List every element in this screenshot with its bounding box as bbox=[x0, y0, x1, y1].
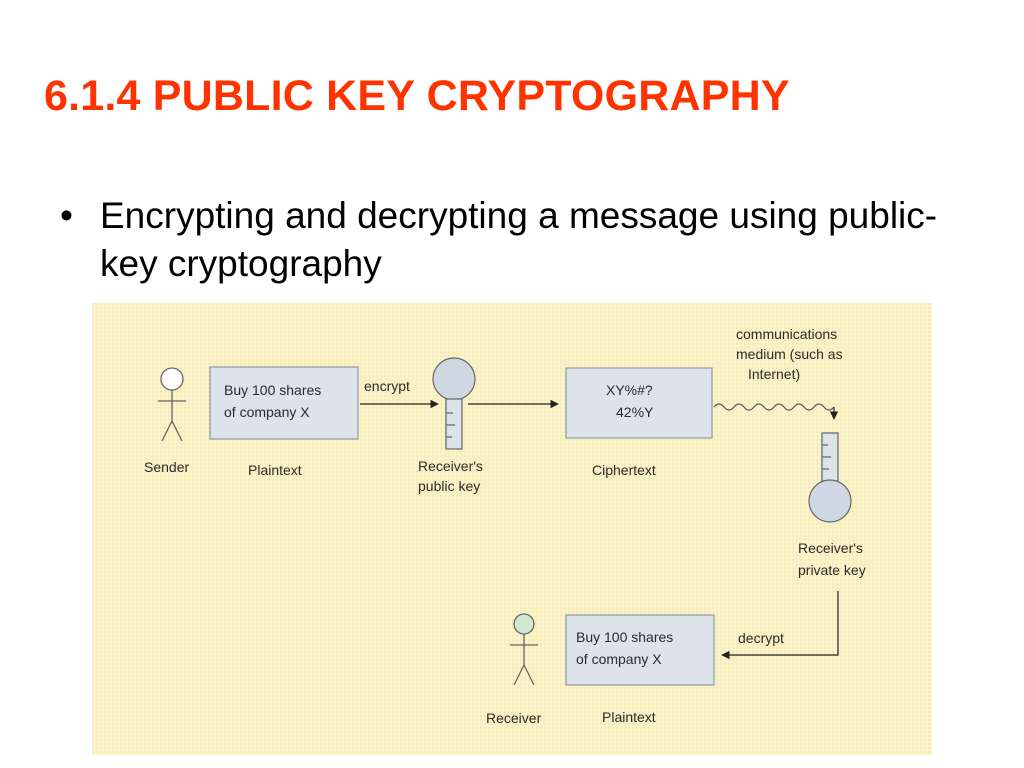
decrypted-plaintext-box bbox=[565, 614, 715, 686]
key-icon bbox=[808, 432, 852, 523]
private-key-label-line2: private key bbox=[798, 562, 866, 578]
public-key-diagram: Sender Buy 100 shares of company X Plain… bbox=[92, 303, 932, 755]
decrypt-label: decrypt bbox=[738, 630, 784, 646]
ciphertext-line1: XY%#? bbox=[606, 382, 653, 398]
bullet-symbol: • bbox=[60, 195, 73, 236]
medium-label-line1: communications bbox=[736, 326, 837, 342]
public-key-label-line2: public key bbox=[418, 478, 480, 494]
ciphertext-label: Ciphertext bbox=[592, 462, 656, 478]
ciphertext-box bbox=[565, 367, 713, 439]
medium-label-line2: medium (such as bbox=[736, 346, 843, 362]
plaintext-message-line1: Buy 100 shares bbox=[224, 382, 321, 398]
plaintext-box bbox=[209, 366, 359, 440]
plaintext-label: Plaintext bbox=[248, 462, 302, 478]
decrypted-message-line1: Buy 100 shares bbox=[576, 629, 673, 645]
decrypted-message-line2: of company X bbox=[576, 651, 662, 667]
person-icon bbox=[158, 367, 186, 442]
decrypted-plaintext-label: Plaintext bbox=[602, 709, 656, 725]
sender-label: Sender bbox=[144, 459, 189, 475]
bullet-text: Encrypting and decrypting a message usin… bbox=[100, 195, 938, 284]
ciphertext-line2: 42%Y bbox=[616, 404, 654, 420]
private-key-label-line1: Receiver's bbox=[798, 540, 863, 556]
decrypt-arrow bbox=[721, 591, 839, 660]
slide-title: 6.1.4 PUBLIC KEY CRYPTOGRAPHY bbox=[44, 72, 790, 120]
public-key-label-line1: Receiver's bbox=[418, 458, 483, 474]
encrypt-label: encrypt bbox=[364, 378, 410, 394]
plaintext-message-line2: of company X bbox=[224, 404, 310, 420]
person-icon bbox=[510, 613, 538, 686]
bullet-item: • Encrypting and decrypting a message us… bbox=[60, 192, 960, 288]
receiver-label: Receiver bbox=[486, 710, 542, 726]
medium-label-line3: Internet) bbox=[748, 366, 800, 382]
communications-medium-line bbox=[713, 403, 835, 411]
key-icon bbox=[432, 357, 476, 450]
